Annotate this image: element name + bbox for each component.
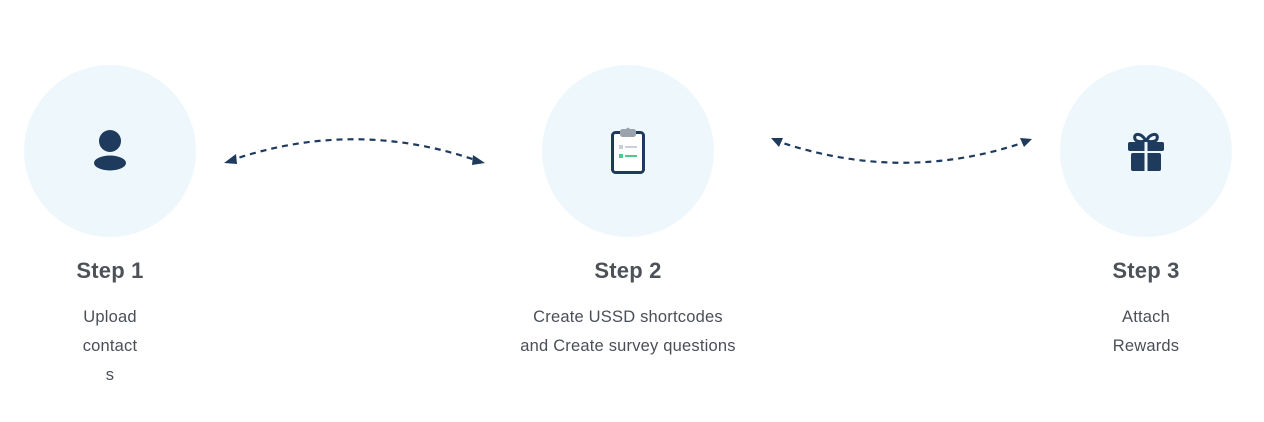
user-icon <box>94 130 126 171</box>
step-1-description-line: s <box>105 366 115 384</box>
step-2-description-line: and Create survey questions <box>520 337 736 355</box>
clipboard-checklist-icon <box>611 127 645 174</box>
step-3-description-line: Rewards <box>1112 337 1180 355</box>
step-1-description-line: contact <box>82 337 138 355</box>
arrowhead-right <box>1020 138 1032 147</box>
arrowhead-left <box>224 154 237 164</box>
step-3: Step 3 Attach Rewards <box>1026 65 1264 361</box>
step-3-description: Attach Rewards <box>1113 303 1180 361</box>
step-1-circle <box>24 65 196 237</box>
gift-icon <box>1128 132 1164 171</box>
step-3-circle <box>1060 65 1232 237</box>
step-3-description-line: Attach <box>1122 308 1170 326</box>
step-2-circle <box>542 65 714 237</box>
arrowhead-right <box>472 155 485 165</box>
step-3-title: Step 3 <box>1112 258 1180 283</box>
step-2-description: Create USSD shortcodes and Create survey… <box>520 303 735 361</box>
step-1: Step 1 Upload contact s <box>0 65 230 390</box>
connector-arrow-step2-step3 <box>771 138 1032 164</box>
step-1-description-line: Upload <box>83 308 137 326</box>
step-2-title: Step 2 <box>594 258 662 283</box>
arrowhead-left <box>771 138 783 147</box>
connector-arrow-step1-step2 <box>224 138 485 165</box>
step-1-title: Step 1 <box>76 258 144 283</box>
step-1-description: Upload contact s <box>83 303 138 390</box>
step-2: Step 2 Create USSD shortcodes and Create… <box>508 65 748 361</box>
step-2-description-line: Create USSD shortcodes <box>533 308 723 326</box>
